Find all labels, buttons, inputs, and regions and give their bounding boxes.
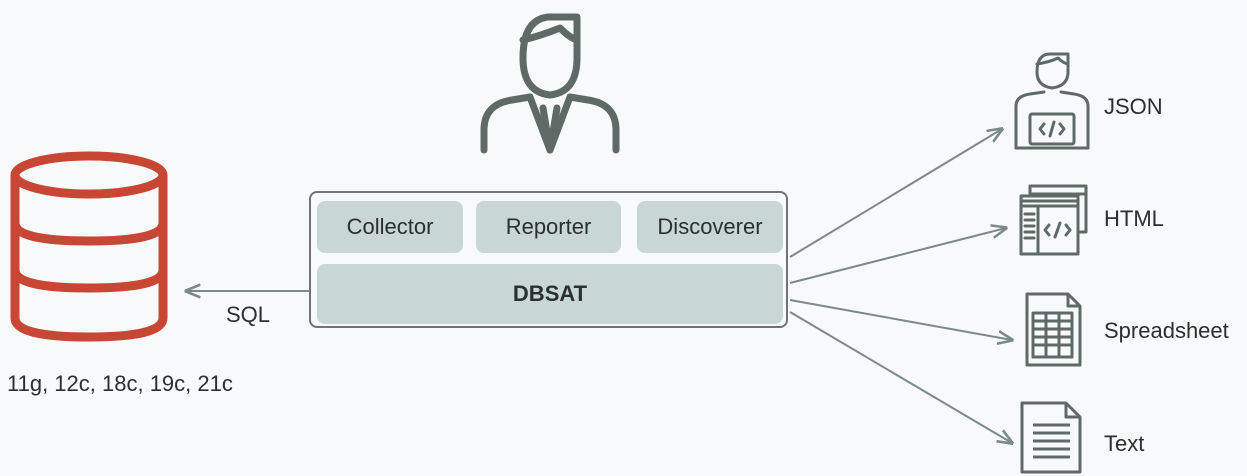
output-arrows xyxy=(789,129,1012,443)
output-spreadsheet-label: Spreadsheet xyxy=(1104,318,1229,343)
sql-label: SQL xyxy=(226,302,271,327)
spreadsheet-icon xyxy=(1025,292,1082,367)
user-icon xyxy=(480,13,620,154)
database-icon xyxy=(10,151,168,342)
arrow-to-spreadsheet xyxy=(789,299,1012,340)
discoverer-box: Discoverer xyxy=(637,201,783,253)
arrow-to-text xyxy=(789,311,1012,443)
arrow-to-html xyxy=(789,228,1006,284)
output-html-label: HTML xyxy=(1104,206,1164,231)
reporter-box: Reporter xyxy=(476,201,621,253)
dbsat-core-box: DBSAT xyxy=(317,264,783,324)
output-text-label: Text xyxy=(1104,431,1145,456)
html-window-icon xyxy=(1019,184,1088,256)
output-json-label: JSON xyxy=(1104,94,1163,119)
database-versions: 11g, 12c, 18c, 19c, 21c xyxy=(7,371,233,396)
collector-box: Collector xyxy=(317,201,463,253)
developer-icon xyxy=(1014,52,1090,150)
text-document-icon xyxy=(1020,401,1082,474)
arrow-to-json xyxy=(789,129,1002,258)
